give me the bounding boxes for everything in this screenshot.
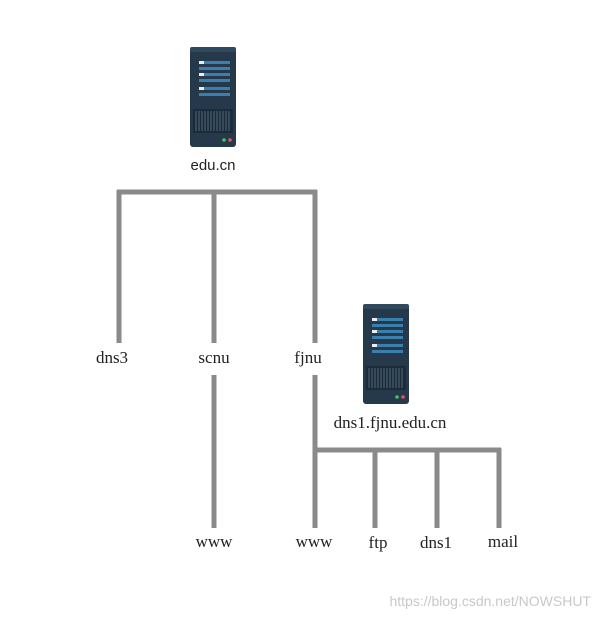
node-dns3: dns3 — [95, 348, 129, 367]
server-icon — [363, 304, 409, 404]
node-dns1: dns1 — [419, 533, 453, 552]
node-fjnu: fjnu — [294, 348, 322, 367]
watermark: https://blog.csdn.net/NOWSHUT — [389, 593, 591, 609]
fjnu-dns-server-label: dns1.fjnu.edu.cn — [333, 413, 447, 432]
server-icon — [190, 47, 236, 147]
node-fjnu-www: www — [295, 532, 333, 551]
node-scnu: scnu — [198, 348, 230, 367]
root-domain-label: edu.cn — [190, 157, 236, 174]
node-scnu-www: www — [195, 532, 233, 551]
node-ftp: ftp — [368, 533, 388, 552]
node-mail: mail — [487, 532, 519, 551]
